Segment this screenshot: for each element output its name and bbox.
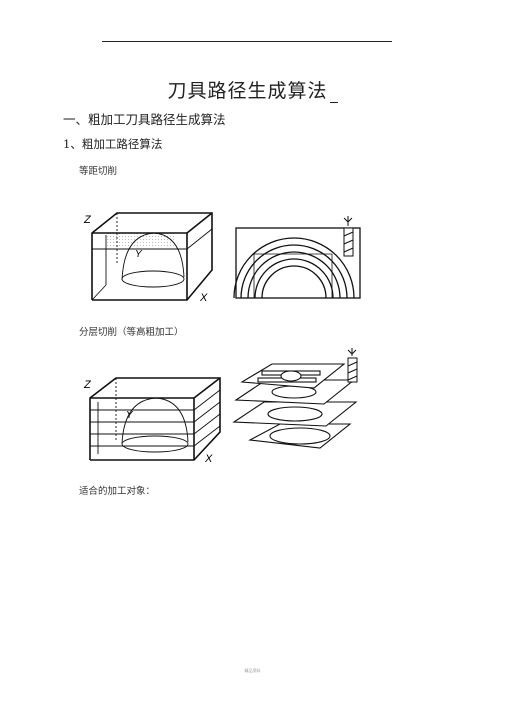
title-underline	[329, 86, 338, 103]
section-heading: 一、粗加工刀具路径生成算法	[63, 112, 226, 127]
axis-x-label: X	[204, 453, 213, 465]
figure-equidistant-box: Z Y X	[83, 212, 213, 304]
axis-y-label: Y	[135, 249, 143, 260]
cutting-tool-icon	[347, 348, 358, 383]
shaded-layer	[106, 233, 176, 247]
caption-suitable: 适合的加工对象：	[79, 486, 156, 497]
subsection-heading: 1、粗加工路径算法	[63, 137, 163, 151]
caption-equidistant: 等距切削	[79, 166, 118, 177]
figure-layered-box: Z Y X	[83, 377, 221, 465]
figure-layered-slices	[232, 348, 358, 449]
page-title: 刀具路径生成算法	[0, 76, 505, 103]
cutting-tool-icon	[343, 216, 354, 257]
axis-z-label: Z	[83, 214, 92, 226]
axis-z-label: Z	[83, 379, 92, 391]
page-title-text: 刀具路径生成算法	[167, 80, 328, 102]
caption-layered: 分层切削（等高粗加工）	[79, 327, 184, 338]
axis-y-label: Y	[126, 410, 134, 421]
page-footer: 精品资料	[244, 668, 261, 673]
axis-x-label: X	[199, 292, 208, 304]
figure-equidistant-arcs	[233, 216, 361, 299]
header-rule	[102, 41, 392, 42]
